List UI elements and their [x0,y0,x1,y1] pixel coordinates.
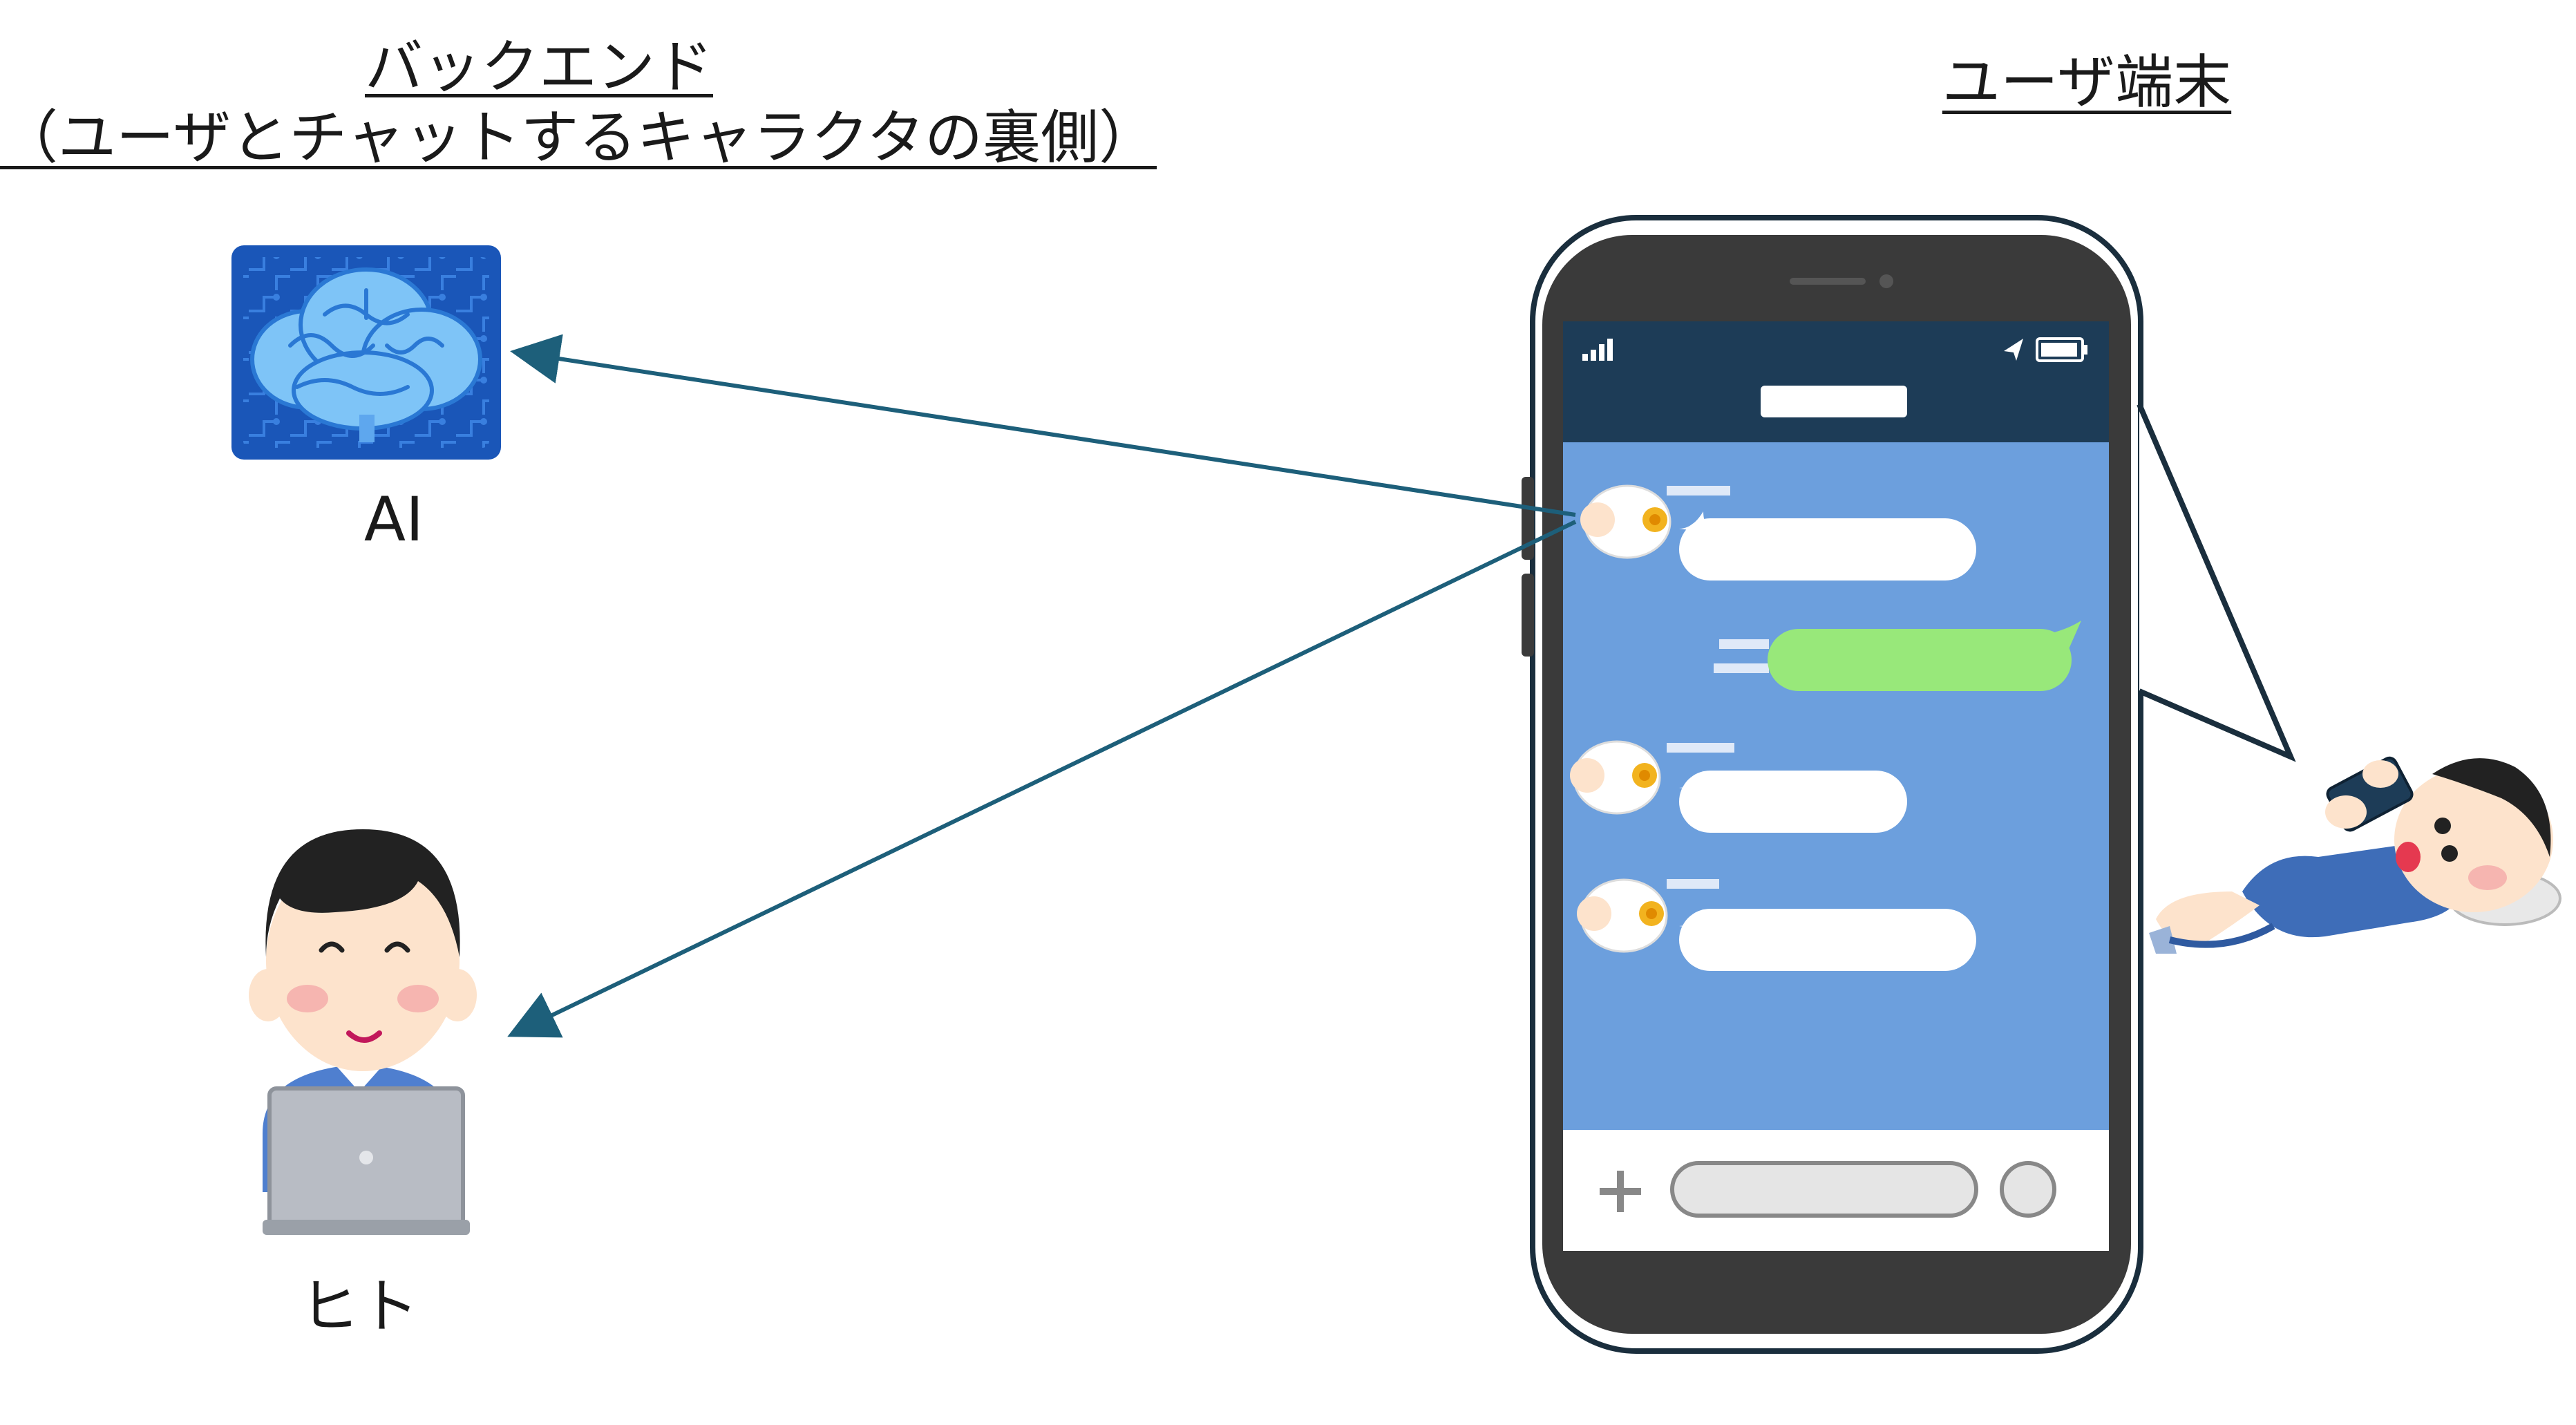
chat-title-placeholder [1761,386,1907,417]
boy-lying-with-phone-icon [2149,756,2561,954]
sheep-avatar-icon [1580,484,1671,559]
send-button [2000,1161,2056,1218]
backend-title: バックエンド [364,33,713,101]
user-device-title: ユーザ端末 [1942,48,2232,116]
arrow-to-human [507,520,1577,1038]
person-with-laptop-icon [249,829,477,1235]
chat-header-bar [1563,321,2109,442]
arrow-to-ai [510,334,1576,517]
sheep-avatar-icon [1570,740,1661,815]
battery-icon [2036,337,2087,362]
signal-icon [1582,339,1613,361]
plus-icon [1600,1171,1641,1212]
message-input-field [1670,1161,1978,1218]
backend-subtitle: （ユーザとチャットするキャラクタの裏側） [0,104,1157,171]
smartphone-chat-icon [1522,215,2152,1354]
location-arrow-icon [2004,339,2023,361]
human-label: ヒト [300,1272,419,1341]
phone-callout-tail [2137,403,2296,762]
ai-brain-chip-icon [231,245,501,460]
ai-label: AI [363,484,424,555]
sheep-avatar-icon [1577,878,1668,953]
